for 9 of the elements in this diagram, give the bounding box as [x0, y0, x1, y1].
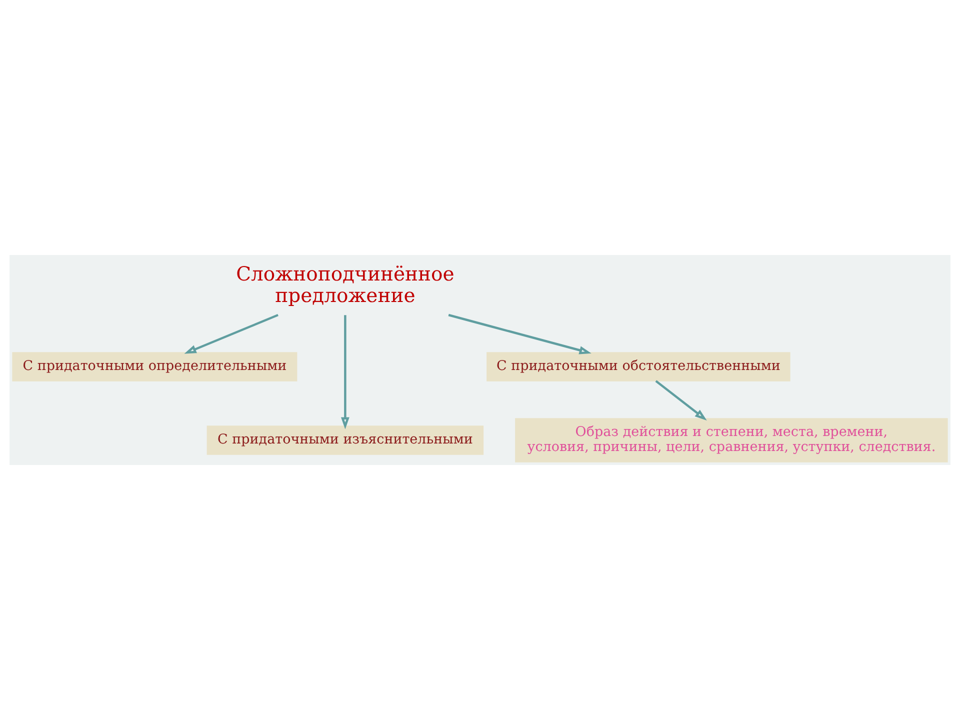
- node-box: С придаточными изъяснительными: [206, 426, 484, 455]
- arrow: [655, 380, 707, 420]
- node-box: Образ действия и степени, места, времени, условия, причины, цели, сравнения, уступки, следствия.: [515, 418, 948, 462]
- node-box: С придаточными обстоятельственными: [486, 352, 790, 382]
- arrow: [448, 314, 592, 354]
- arrow: [340, 315, 350, 430]
- arrow: [184, 314, 278, 354]
- node-text: Сложноподчинённое предложение: [236, 262, 454, 308]
- node-box: С придаточными определительными: [12, 352, 298, 382]
